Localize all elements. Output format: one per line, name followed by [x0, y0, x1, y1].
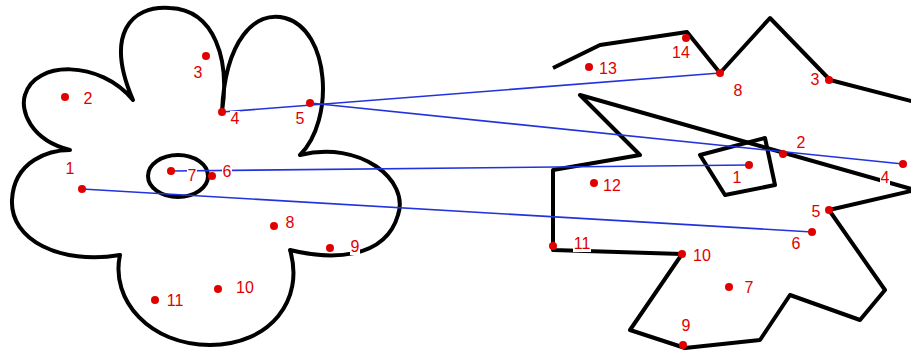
point — [61, 93, 69, 101]
inner-circle — [148, 155, 208, 197]
callout-number: 4 — [230, 111, 241, 127]
point — [208, 172, 216, 180]
point — [306, 99, 314, 107]
callout-number: 10 — [235, 280, 255, 296]
point — [78, 185, 86, 193]
callout-number: 11 — [573, 236, 592, 252]
point — [678, 250, 686, 258]
point — [585, 63, 593, 71]
point — [716, 69, 724, 77]
point — [151, 296, 159, 304]
callout-number: 3 — [810, 72, 821, 88]
star-outline — [553, 18, 911, 348]
point — [218, 108, 226, 116]
match-lines — [82, 73, 903, 232]
callout-number: 5 — [295, 111, 306, 127]
points — [61, 34, 907, 349]
callout-number: 3 — [193, 65, 204, 81]
callout-number: 2 — [83, 91, 94, 107]
callout-number: 1 — [65, 161, 76, 177]
callout-number: 2 — [796, 135, 807, 151]
match-line — [82, 189, 812, 232]
callout-number: 6 — [222, 164, 233, 180]
callout-number: 4 — [880, 170, 891, 186]
point — [679, 341, 687, 349]
point — [590, 179, 598, 187]
callout-number: 14 — [671, 45, 691, 61]
callout-number: 7 — [744, 280, 755, 296]
callout-number: 8 — [285, 215, 296, 231]
point — [899, 160, 907, 168]
point — [549, 242, 557, 250]
flower-outline — [12, 8, 400, 345]
point — [825, 76, 833, 84]
callout-number: 9 — [681, 318, 692, 334]
point — [825, 206, 833, 214]
point — [202, 52, 210, 60]
callout-number: 10 — [692, 248, 712, 264]
callout-number: 12 — [602, 178, 622, 194]
callout-number: 6 — [791, 236, 802, 252]
point — [779, 150, 787, 158]
point — [682, 34, 690, 42]
point — [270, 222, 278, 230]
match-line — [310, 103, 903, 164]
point — [808, 228, 816, 236]
point — [745, 161, 753, 169]
match-line — [171, 165, 749, 171]
callout-number: 8 — [733, 83, 744, 99]
point — [326, 244, 334, 252]
point — [214, 285, 222, 293]
callout-number: 13 — [598, 61, 618, 77]
callout-number: 11 — [166, 293, 185, 309]
match-line — [222, 73, 720, 112]
point — [725, 283, 733, 291]
point — [167, 167, 175, 175]
callout-number: 1 — [732, 170, 743, 186]
callout-number: 9 — [350, 239, 361, 255]
callout-number: 5 — [811, 204, 822, 220]
callout-number: 7 — [187, 168, 198, 184]
